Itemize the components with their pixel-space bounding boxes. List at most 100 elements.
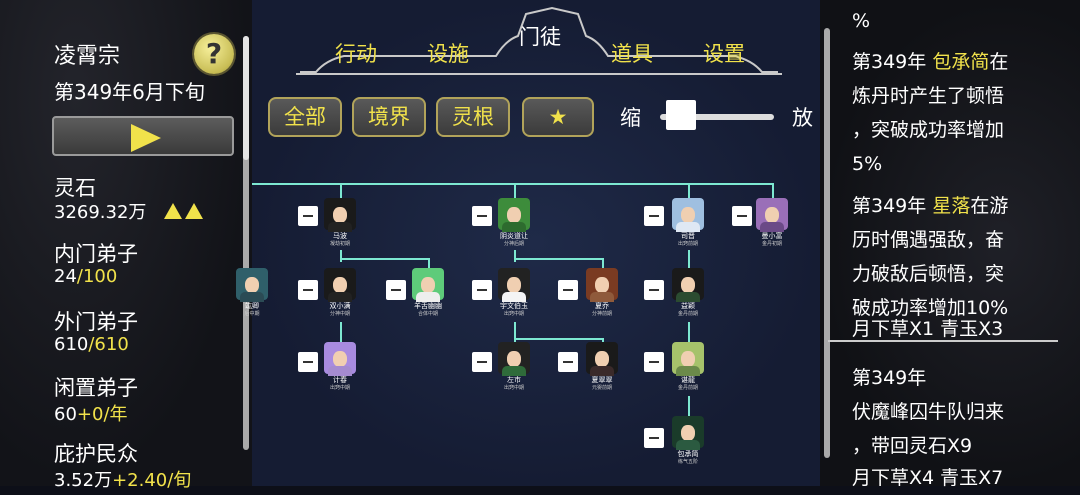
log-text: ，突破成功率增加 [852, 119, 1005, 141]
disciple-avatar[interactable] [586, 342, 618, 376]
sect-name: 凌霄宗 [54, 44, 121, 69]
collapse-button[interactable] [298, 352, 318, 372]
disciple-avatar[interactable] [672, 268, 704, 302]
outer-disciples-label: 外门弟子 [54, 310, 138, 334]
avatar-face [595, 277, 609, 293]
filter-realm[interactable]: 境界 [352, 97, 426, 137]
log-text: 月下草X1 青玉X3 [852, 318, 1004, 340]
zoom-slider-track[interactable] [660, 114, 774, 120]
disciple-avatar[interactable] [412, 268, 444, 302]
disciple-avatar[interactable] [324, 198, 356, 232]
increase-arrow-icon [164, 203, 183, 219]
idle-disciples-label: 闲置弟子 [54, 376, 138, 400]
disciple-rank: 出窍中期 [329, 385, 350, 391]
disciple-name: 左市 [507, 376, 521, 384]
inner-disciples-value: 24/100 [54, 266, 117, 287]
disciple-avatar[interactable] [672, 416, 704, 450]
collapse-button[interactable] [298, 280, 318, 300]
disciple-name: 竑卿 [245, 302, 259, 310]
avatar-face [765, 207, 779, 223]
zoom-slider-knob[interactable] [666, 100, 696, 130]
sect-status-panel: 凌霄宗 第349年6月下旬 ? 灵石 3269.32万 内门弟子 24/100 … [0, 0, 252, 491]
spirit-stone-label: 灵石 [54, 176, 96, 200]
disciple-avatar[interactable] [324, 342, 356, 376]
disciple-avatar[interactable] [498, 342, 530, 376]
disciple-avatar[interactable] [586, 268, 618, 302]
disciple-avatar[interactable] [672, 198, 704, 232]
log-year: 第349年 [852, 195, 933, 217]
disciple-avatar[interactable] [498, 268, 530, 302]
avatar-body [590, 366, 614, 376]
tab-settings[interactable]: 设置 [703, 42, 745, 66]
disciple-avatar[interactable] [498, 198, 530, 232]
avatar-face [507, 207, 521, 223]
disciple-rank: 合体中期 [417, 311, 438, 317]
tree-line [252, 183, 774, 185]
collapse-button[interactable] [558, 352, 578, 372]
disciple-rank: 分神前期 [591, 311, 612, 317]
left-scrollbar[interactable] [243, 36, 249, 450]
avatar-body [416, 292, 440, 302]
avatar-body [676, 366, 700, 376]
collapse-button[interactable] [558, 280, 578, 300]
log-disciple-name[interactable]: 包承简 [932, 51, 990, 73]
avatar-body [502, 222, 526, 232]
filter-root[interactable]: 灵根 [436, 97, 510, 137]
advance-time-button[interactable] [52, 116, 234, 156]
tab-facility[interactable]: 设施 [427, 42, 469, 66]
disciple-name: 夏翠翠 [591, 376, 613, 384]
civ-rate: +2.40/旬 [112, 470, 192, 491]
log-text: 5% [852, 153, 883, 175]
avatar-body [502, 292, 526, 302]
avatar-body [328, 292, 352, 302]
disciple-tree-panel: 行动 设施 门徒 道具 设置 全部 境界 灵根 ★ 缩 放 马波凝劫初期阴炎道让… [236, 0, 820, 486]
collapse-button[interactable] [298, 206, 318, 226]
tab-action[interactable]: 行动 [335, 42, 377, 66]
disciple-rank: 出窍前期 [677, 241, 698, 247]
disciple-avatar[interactable] [324, 268, 356, 302]
avatar-face [681, 207, 695, 223]
left-scroll-thumb[interactable] [243, 36, 249, 160]
log-text: 第349年 [852, 367, 927, 389]
collapse-button[interactable] [732, 206, 752, 226]
inner-disciples-label: 内门弟子 [54, 242, 138, 266]
disciple-rank: 分神后期 [503, 241, 524, 247]
avatar-body [240, 292, 264, 302]
disciple-rank: 金丹前期 [677, 385, 698, 391]
disciple-avatar[interactable] [236, 268, 268, 302]
log-text-cut: 月下草X1 青玉X3 [852, 318, 1003, 346]
avatar-face [681, 277, 695, 293]
collapse-button[interactable] [472, 280, 492, 300]
filter-all[interactable]: 全部 [268, 97, 342, 137]
help-button[interactable]: ? [194, 34, 234, 74]
avatar-body [328, 366, 352, 376]
spirit-stone-amount: 3269.32万 [54, 202, 147, 223]
collapse-button[interactable] [472, 352, 492, 372]
log-disciple-name[interactable]: 星落 [932, 195, 971, 217]
disciple-rank: 出窍中期 [503, 385, 524, 391]
collapse-button[interactable] [472, 206, 492, 226]
event-log-panel: % 第349年 包承简在 炼丹时产生了顿悟 ，突破成功率增加 5% 第349年 … [820, 0, 1080, 489]
tab-disciples[interactable]: 门徒 [519, 25, 561, 49]
collapse-button[interactable] [644, 280, 664, 300]
disciple-rank: 出窍中期 [503, 311, 524, 317]
tree-line [688, 183, 690, 199]
inner-current: 24 [54, 266, 77, 287]
disciple-rank: 练气五阶 [677, 459, 698, 465]
collapse-button[interactable] [644, 428, 664, 448]
tree-line [514, 338, 602, 340]
disciple-name: 计春 [333, 376, 347, 384]
disciple-rank: 后中期 [244, 311, 260, 317]
log-scrollbar[interactable] [824, 28, 830, 458]
disciple-avatar[interactable] [672, 342, 704, 376]
avatar-body [502, 366, 526, 376]
game-date: 第349年6月下旬 [54, 80, 205, 104]
avatar-face [595, 351, 609, 367]
tab-items[interactable]: 道具 [611, 42, 653, 66]
filter-star[interactable]: ★ [522, 97, 594, 137]
collapse-button[interactable] [644, 206, 664, 226]
collapse-button[interactable] [386, 280, 406, 300]
avatar-body [676, 292, 700, 302]
collapse-button[interactable] [644, 352, 664, 372]
disciple-avatar[interactable] [756, 198, 788, 232]
